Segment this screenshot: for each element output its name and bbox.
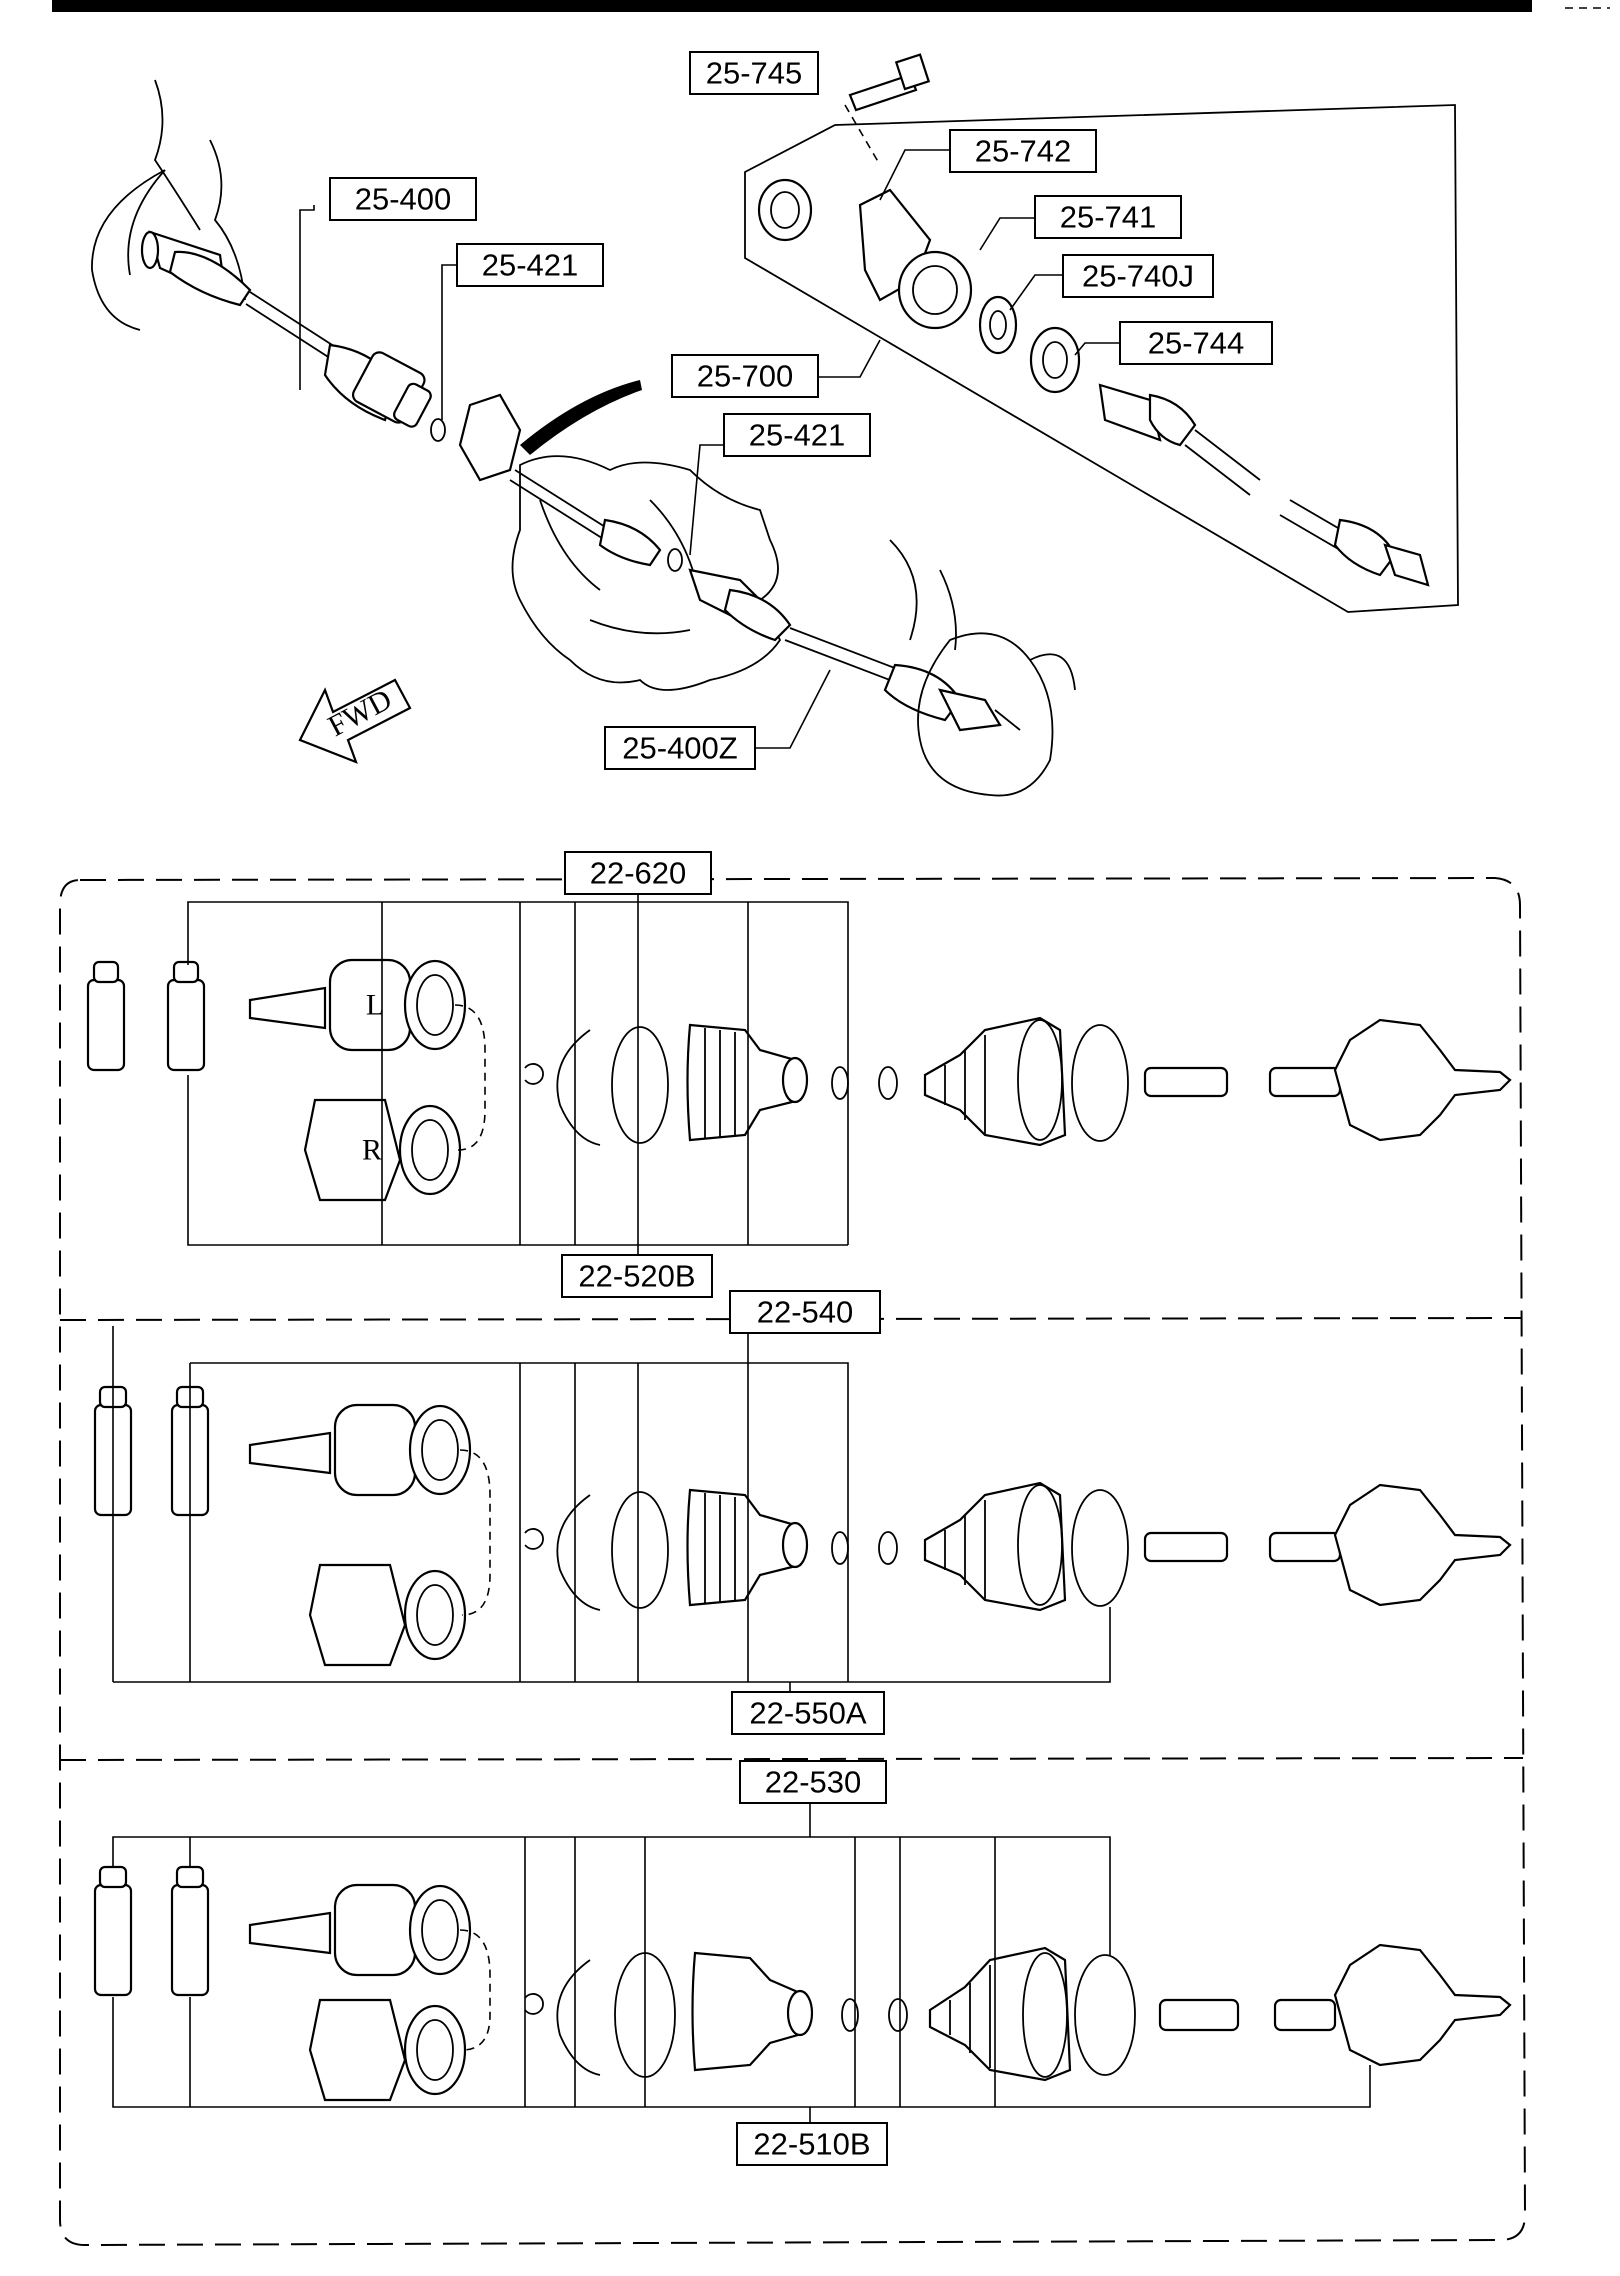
callout-25-400: 25-400 — [329, 177, 477, 221]
kit-panel-1: L R — [86, 851, 1512, 1298]
panel-2-top-label: 22-540 — [729, 1290, 881, 1334]
axle-shaft — [1143, 1531, 1342, 1563]
outer-boot — [923, 1016, 1067, 1147]
svg-text:25-741: 25-741 — [1060, 200, 1157, 235]
outer-boot — [928, 1946, 1072, 2082]
svg-text:22-530: 22-530 — [765, 1765, 862, 1800]
detail-inset — [744, 104, 1459, 613]
inner-boot — [691, 1951, 814, 2072]
joint-lower-r: R — [303, 1098, 462, 1202]
snap-ring — [524, 1063, 544, 1085]
dust-seal — [757, 178, 813, 242]
panel-3-top-label: 22-530 — [739, 1760, 887, 1804]
bearing — [978, 295, 1018, 355]
joint-upper-l: L — [248, 958, 467, 1052]
right-wheel-hub — [917, 632, 1054, 797]
fwd-arrow: FWD — [298, 678, 412, 764]
boot-band-1 — [611, 1026, 669, 1144]
svg-text:22-520B: 22-520B — [578, 1259, 695, 1294]
callout-25-741: 25-741 — [1034, 195, 1182, 239]
kits-outline — [59, 876, 1527, 2247]
small-band-1 — [831, 1066, 849, 1100]
oil-seal — [1029, 326, 1081, 394]
callout-25-421-lower: 25-421 — [723, 413, 871, 457]
callout-25-744: 25-744 — [1119, 321, 1273, 365]
outer-joint — [1333, 1943, 1512, 2067]
inset-shaft — [1098, 383, 1430, 587]
svg-text:22-540: 22-540 — [757, 1295, 854, 1330]
svg-text:25-744: 25-744 — [1148, 326, 1245, 361]
inner-boot — [686, 1488, 809, 1607]
cylinder-1 — [86, 960, 126, 1072]
callout-25-745: 25-745 — [689, 51, 819, 95]
assembly-view: FWD — [91, 51, 1459, 797]
joint-lower — [308, 1998, 467, 2102]
panel-1-top-label: 22-620 — [564, 851, 712, 895]
retaining-ring-open — [556, 1029, 601, 1146]
outer-boot — [923, 1481, 1067, 1612]
kit-panel-2: 22-540 22-550A — [93, 1290, 1512, 1735]
callout-25-400Z: 25-400Z — [604, 726, 756, 770]
svg-text:25-400: 25-400 — [355, 182, 452, 217]
joint-upper — [248, 1883, 472, 1977]
svg-text:25-745: 25-745 — [706, 56, 803, 91]
callout-25-742: 25-742 — [949, 129, 1097, 173]
left-wheel-hub — [91, 169, 166, 331]
bearing-support — [458, 393, 522, 482]
axle-shaft — [1158, 1998, 1337, 2032]
joint-upper — [248, 1403, 472, 1497]
panel-3-bottom-label: 22-510B — [736, 2122, 888, 2166]
svg-text:25-400Z: 25-400Z — [622, 731, 737, 766]
circlip-lower — [667, 548, 683, 572]
callout-25-740J: 25-740J — [1062, 254, 1214, 298]
top-border-bar — [52, 0, 1532, 12]
callout-25-421-upper: 25-421 — [456, 243, 604, 287]
panel-1-bottom-label: 22-520B — [561, 1254, 713, 1298]
svg-text:25-421: 25-421 — [482, 248, 579, 283]
bolt — [848, 53, 931, 112]
svg-text:25-740J: 25-740J — [1082, 259, 1194, 294]
callout-25-700: 25-700 — [671, 354, 819, 398]
cylinder-1 — [93, 1865, 133, 1997]
panel-2-bottom-label: 22-550A — [731, 1691, 885, 1735]
svg-text:25-421: 25-421 — [749, 418, 846, 453]
assembly-arrow — [520, 380, 642, 455]
boot-band-2 — [1071, 1024, 1129, 1142]
kit-divider-2 — [59, 1757, 1524, 1761]
joint-side-label-r: R — [362, 1134, 382, 1167]
inner-boot — [686, 1023, 809, 1142]
axle-shaft — [1143, 1066, 1342, 1098]
right-drive-shaft — [688, 568, 1021, 732]
small-band-2 — [878, 1066, 898, 1100]
transmission-case — [511, 455, 782, 691]
svg-text:25-700: 25-700 — [697, 359, 794, 394]
cylinder-2 — [170, 1865, 210, 1997]
outer-joint — [1333, 1018, 1512, 1142]
cylinder-2 — [166, 960, 206, 1072]
circlip-upper — [430, 418, 446, 442]
joint-side-label-l: L — [366, 989, 384, 1022]
svg-text:22-550A: 22-550A — [749, 1696, 867, 1731]
joint-lower — [308, 1563, 467, 1667]
outer-joint — [1333, 1483, 1512, 1607]
svg-text:22-510B: 22-510B — [753, 2127, 870, 2162]
kit-panel-3: 22-530 22-510B — [93, 1760, 1512, 2166]
left-drive-shaft — [140, 230, 432, 428]
svg-text:22-620: 22-620 — [590, 856, 687, 891]
svg-text:25-742: 25-742 — [975, 134, 1072, 169]
